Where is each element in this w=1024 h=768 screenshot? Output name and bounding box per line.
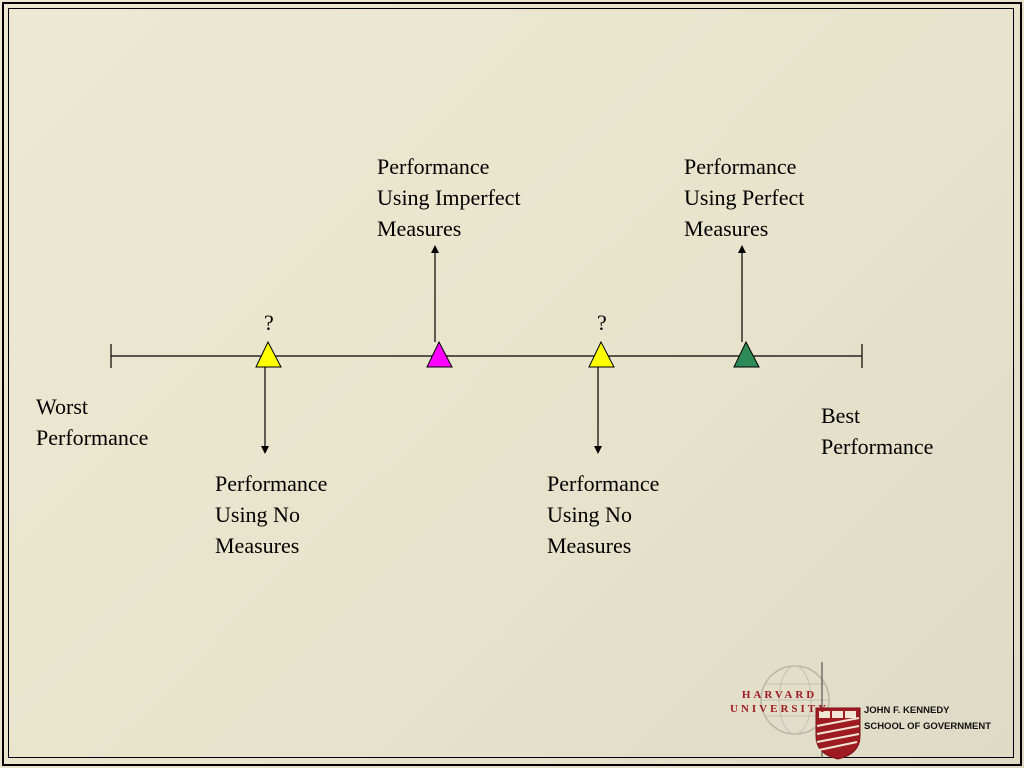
label-line: Performance [684, 154, 797, 179]
label-worst-performance: Worst Performance [36, 391, 148, 453]
label-line: Performance [821, 434, 934, 459]
slide-frame-inner [8, 8, 1014, 758]
label-line: Worst [36, 394, 89, 419]
wordmark-line: JOHN F. KENNEDY [864, 705, 950, 716]
label-line: Measures [547, 533, 632, 558]
label-no-measures-1: Performance Using No Measures [215, 468, 327, 561]
label-imperfect-measures: Performance Using Imperfect Measures [377, 151, 521, 244]
question-mark-2: ? [597, 310, 607, 335]
label-line: Using Imperfect [377, 185, 521, 210]
label-line: Best [821, 403, 861, 428]
kennedy-school-wordmark: JOHN F. KENNEDY SCHOOL OF GOVERNMENT [864, 703, 991, 735]
label-line: Using Perfect [684, 185, 805, 210]
label-line: Measures [215, 533, 300, 558]
question-mark-1: ? [264, 310, 274, 335]
label-best-performance: Best Performance [821, 400, 933, 462]
label-no-measures-2: Performance Using No Measures [547, 468, 659, 561]
triangle-no-measures-1 [255, 340, 282, 368]
label-line: Using No [215, 502, 300, 527]
triangle-no-measures-2 [588, 340, 615, 368]
label-perfect-measures: Performance Using Perfect Measures [684, 151, 804, 244]
logo-graphic [760, 662, 861, 760]
triangle-imperfect-measures [426, 340, 453, 368]
label-line: Measures [377, 216, 462, 241]
harvard-university-wordmark: HARVARD UNIVERSITY [730, 688, 829, 716]
label-line: Measures [684, 216, 769, 241]
triangle-perfect-measures [733, 340, 760, 368]
label-line: Performance [36, 425, 149, 450]
harvard-kennedy-school-logo: HARVARD UNIVERSITY JOHN F. KENNEDY SCHOO… [704, 660, 1014, 760]
wordmark-line: SCHOOL OF GOVERNMENT [864, 721, 992, 732]
label-line: Performance [215, 471, 328, 496]
label-line: Performance [547, 471, 660, 496]
label-line: Using No [547, 502, 632, 527]
wordmark-line: UNIVERSITY [730, 703, 830, 715]
label-line: Performance [377, 154, 490, 179]
shield-icon [815, 707, 861, 760]
wordmark-line: HARVARD [741, 689, 818, 701]
